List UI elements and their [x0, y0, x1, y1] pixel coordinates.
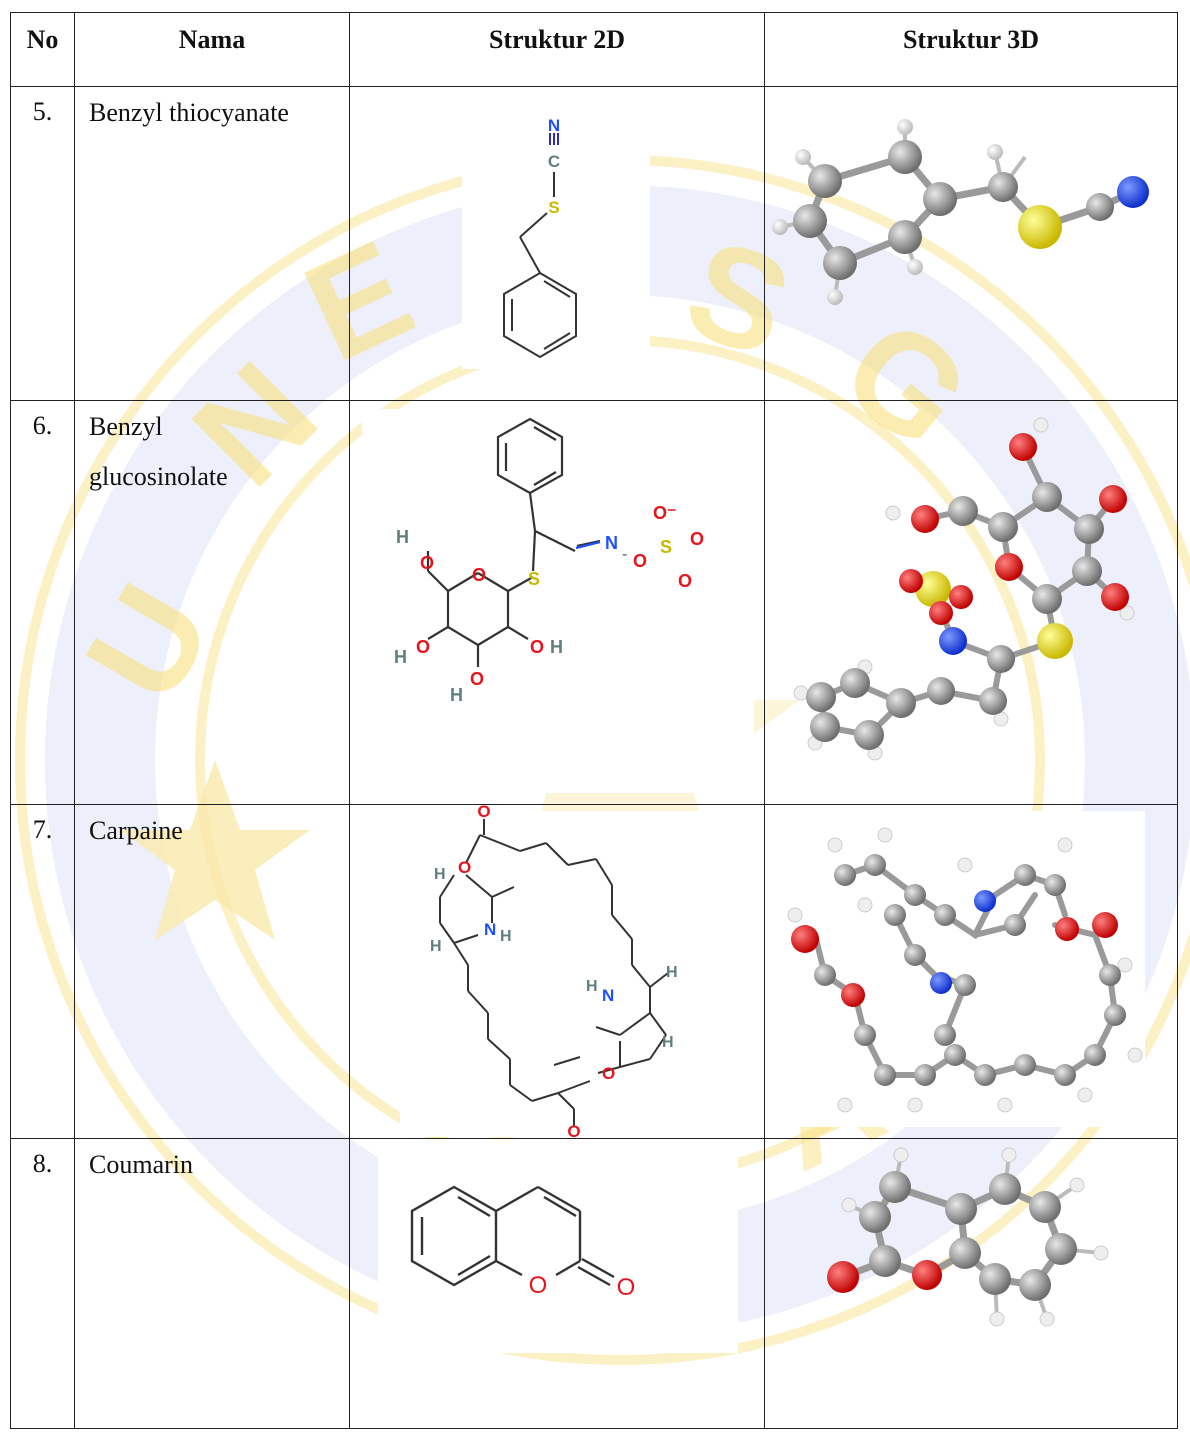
atom-label-hydrogen: H [662, 1034, 674, 1051]
benzyl-thiocyanate-2d-structure: N C S [462, 87, 650, 369]
atom-label-hydrogen: H [666, 964, 678, 981]
row-number: 6. [10, 400, 75, 805]
compound-name: Carpaine [74, 804, 350, 1139]
atom-label-hydrogen: H [434, 866, 446, 883]
atom-label-oxygen: O [530, 637, 544, 657]
atom-label-oxygen: O [633, 551, 647, 571]
atom-label-carbon: C [548, 152, 560, 171]
benzyl-thiocyanate-3d-structure [772, 119, 1149, 305]
atom-label-sulfur: S [548, 198, 559, 217]
benzyl-glucosinolate-3d-structure [793, 417, 1135, 761]
table-row: 8. Coumarin O O [10, 1138, 1178, 1429]
structure-3d-cell [764, 1138, 1178, 1429]
structure-2d-cell: N - O S O⁻ O O S O H O H O O H O H [349, 400, 765, 805]
atom-label-oxygen: O [458, 858, 471, 877]
row-number: 7. [10, 804, 75, 1139]
atom-label-nitrogen: N [548, 116, 560, 135]
compound-table: No Nama Struktur 2D Struktur 3D 5. Benzy… [10, 12, 1178, 1429]
atom-label-sulfur: S [528, 569, 540, 589]
row-number: 8. [10, 1138, 75, 1429]
atom-label-oxygen: O [472, 565, 486, 585]
svg-text:-: - [622, 546, 627, 563]
carpaine-2d-structure: O O H N H H H H N H O O [400, 805, 764, 1137]
coumarin-3d-structure [827, 1147, 1109, 1327]
atom-label-oxygen: O [690, 529, 704, 549]
atom-label-oxygen-anion: O⁻ [653, 503, 677, 523]
atom-label-hydrogen: H [394, 647, 407, 667]
structure-3d-cell [764, 86, 1178, 401]
atom-label-oxygen: O [529, 1272, 548, 1299]
atom-label-hydrogen: H [550, 637, 563, 657]
structure-2d-cell: O O H N H H H H N H O O [349, 804, 765, 1139]
atom-label-oxygen: O [420, 553, 434, 573]
atom-label-hydrogen: H [396, 527, 409, 547]
atom-label-hydrogen: H [500, 928, 512, 945]
atom-label-oxygen: O [470, 669, 484, 689]
atom-label-nitrogen: N [484, 920, 496, 939]
structure-2d-cell: N C S [349, 86, 765, 401]
table-row: 7. Carpaine [10, 804, 1178, 1139]
header-no: No [10, 12, 75, 87]
atom-label-oxygen: O [567, 1122, 580, 1137]
atom-label-oxygen: O [678, 571, 692, 591]
atom-label-oxygen: O [602, 1064, 615, 1083]
header-nama: Nama [74, 12, 350, 87]
atom-label-oxygen: O [416, 637, 430, 657]
header-row: No Nama Struktur 2D Struktur 3D [10, 12, 1178, 87]
header-struktur-3d: Struktur 3D [764, 12, 1178, 87]
table-row: 6. Benzyl glucosinolate [10, 400, 1178, 805]
benzyl-glucosinolate-2d-structure: N - O S O⁻ O O S O H O H O O H O H [362, 409, 754, 793]
table-row: 5. Benzyl thiocyanate [10, 86, 1178, 401]
compound-name: Benzyl glucosinolate [74, 400, 350, 805]
atom-label-nitrogen: N [605, 533, 618, 553]
atom-label-oxygen: O [617, 1274, 636, 1301]
compound-name: Coumarin [74, 1138, 350, 1429]
atom-label-sulfur: S [660, 537, 672, 557]
atom-label-hydrogen: H [586, 978, 598, 995]
structure-2d-cell: O O [349, 1138, 765, 1429]
compound-name: Benzyl thiocyanate [74, 86, 350, 401]
coumarin-2d-structure: O O [378, 1139, 738, 1353]
atom-label-nitrogen: N [602, 986, 614, 1005]
header-struktur-2d: Struktur 2D [349, 12, 765, 87]
row-number: 5. [10, 86, 75, 401]
atom-label-hydrogen: H [430, 938, 442, 955]
structure-3d-cell [764, 804, 1178, 1139]
atom-label-hydrogen: H [450, 685, 463, 705]
atom-label-oxygen: O [477, 805, 490, 821]
carpaine-3d-structure [765, 811, 1145, 1127]
structure-3d-cell [764, 400, 1178, 805]
